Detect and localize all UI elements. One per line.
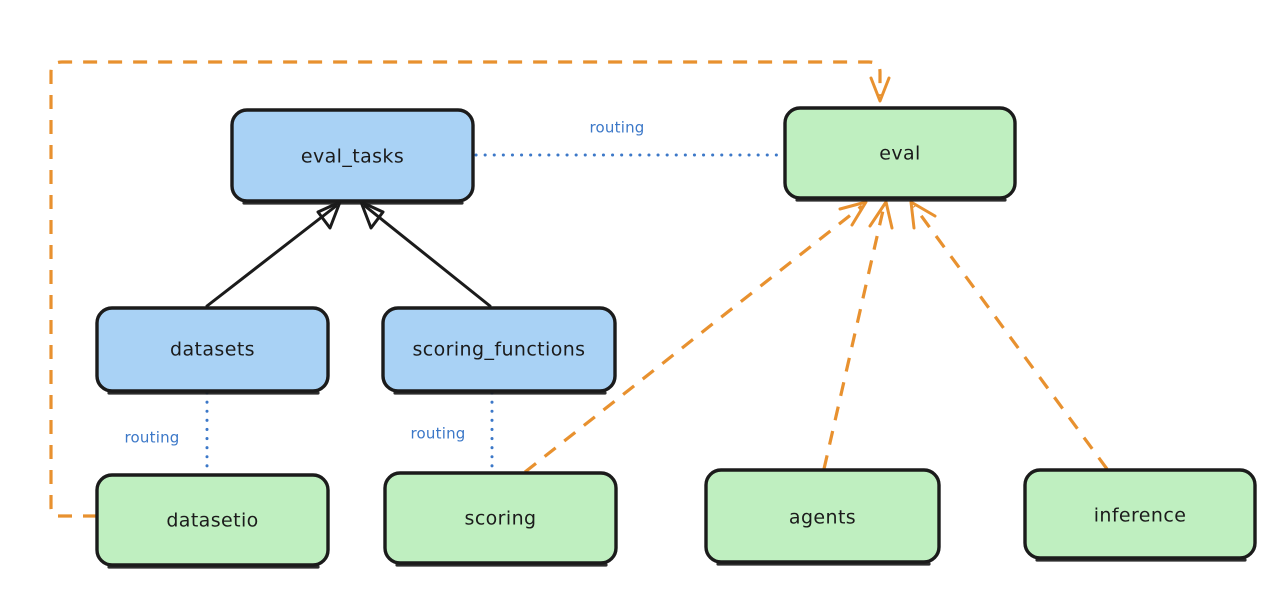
edge-datasetio-eval <box>49 60 891 518</box>
node-datasets[interactable]: datasets <box>95 306 330 395</box>
edge-label-routing-datasetio: routing <box>125 429 180 447</box>
node-scoring_functions-label: scoring_functions <box>413 339 586 361</box>
node-eval-shape <box>783 106 1017 200</box>
edge-label-layer: routing routing routing <box>125 119 645 447</box>
node-datasetio-shape <box>95 473 330 567</box>
node-agents-shape <box>704 468 941 564</box>
node-inference[interactable]: inference <box>1023 468 1257 562</box>
node-scoring-label: scoring <box>465 508 537 530</box>
node-datasets-label: datasets <box>170 339 255 361</box>
edge-datasets-eval_tasks <box>205 200 342 308</box>
node-eval-label: eval <box>879 143 920 165</box>
node-agents[interactable]: agents <box>704 468 941 566</box>
node-eval[interactable]: eval <box>783 106 1017 202</box>
node-agents-label: agents <box>789 507 856 529</box>
node-datasetio-label: datasetio <box>166 510 258 532</box>
node-eval_tasks-label: eval_tasks <box>301 146 404 168</box>
node-datasetio[interactable]: datasetio <box>95 473 330 569</box>
node-scoring-shape <box>383 471 618 565</box>
node-layer: eval_tasks eval datasets scoring_functio… <box>95 106 1257 569</box>
node-scoring_functions[interactable]: scoring_functions <box>381 306 617 395</box>
node-eval_tasks-shape <box>230 108 475 203</box>
edge-label-routing-eval: routing <box>590 119 645 137</box>
node-scoring_functions-shape <box>381 306 617 393</box>
edge-agents-eval <box>822 200 894 470</box>
edge-scoring_functions-eval_tasks <box>359 200 492 308</box>
node-datasets-shape <box>95 306 330 393</box>
edge-inference-eval <box>909 200 1109 470</box>
edge-scoring-eval <box>524 200 868 474</box>
node-inference-shape <box>1023 468 1257 560</box>
node-eval_tasks[interactable]: eval_tasks <box>230 108 475 205</box>
node-scoring[interactable]: scoring <box>383 471 618 567</box>
edge-label-routing-scoring: routing <box>411 425 466 443</box>
edge-layer <box>49 60 1109 518</box>
node-inference-label: inference <box>1094 505 1187 527</box>
